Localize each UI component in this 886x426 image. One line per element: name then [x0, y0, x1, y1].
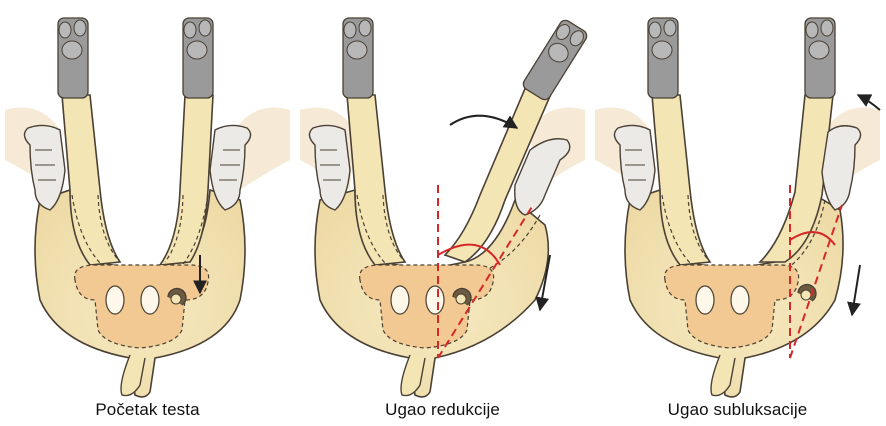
left-hand [24, 125, 65, 210]
right-hand [210, 125, 251, 210]
caption-start-of-test: Početak testa [0, 400, 295, 420]
illustration-reduction-angle [295, 0, 590, 400]
panel-subluxation-angle: Ugao subluksacije [590, 0, 885, 426]
panel-start-of-test: Početak testa [0, 0, 295, 426]
caption-reduction-angle: Ugao redukcije [295, 400, 590, 420]
abduction-arrow [450, 116, 517, 128]
panel-reduction-angle: Ugao redukcije [295, 0, 590, 426]
left-paw [58, 18, 88, 98]
caption-subluxation-angle: Ugao subluksacije [590, 400, 885, 420]
illustration-subluxation-angle [590, 0, 885, 400]
right-paw [183, 18, 213, 98]
illustration-start-of-test [0, 0, 295, 400]
